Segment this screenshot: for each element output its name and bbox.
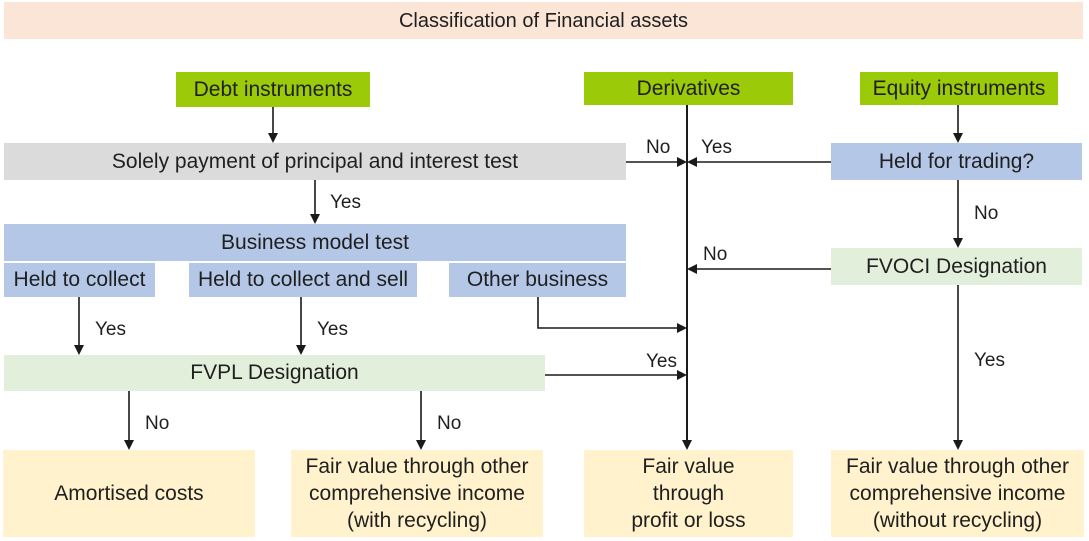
- node-other-business: Other business: [449, 263, 626, 297]
- label-held-for-trading-no: No: [974, 203, 999, 224]
- edge-fvpl-to-amortised-costs: [124, 391, 134, 450]
- edge-held-to-collect-to-fvpl: [74, 297, 84, 355]
- node-debt-instruments: Debt instruments: [176, 72, 370, 107]
- edge-held-for-trading-to-fvoci-designation: [953, 180, 963, 248]
- edge-sppi-to-business-model: [310, 180, 320, 224]
- node-held-to-collect: Held to collect: [4, 263, 155, 297]
- node-derivatives: Derivatives: [584, 72, 793, 105]
- label-fvoci-designation-yes: Yes: [974, 350, 1005, 371]
- node-fvoci-designation: FVOCI Designation: [831, 248, 1082, 285]
- node-fvoci-without-recycling: Fair value through other comprehensive i…: [831, 450, 1084, 537]
- node-held-to-collect-and-sell: Held to collect and sell: [189, 263, 417, 297]
- edge-fvpl-to-fvoci-with-recycling: [416, 391, 426, 450]
- label-derivatives-yes: Yes: [701, 137, 732, 158]
- node-equity-instruments: Equity instruments: [860, 72, 1058, 105]
- edge-held-to-collect-and-sell-to-fvpl: [296, 297, 306, 355]
- label-held-to-collect-and-sell-yes: Yes: [317, 319, 348, 340]
- node-business-model-test: Business model test: [4, 224, 626, 261]
- label-held-to-collect-yes: Yes: [95, 319, 126, 340]
- edge-derivatives-to-fvtpl: [682, 105, 692, 450]
- node-fvpl-designation: FVPL Designation: [4, 355, 545, 391]
- node-sppi-test: Solely payment of principal and interest…: [4, 143, 626, 180]
- label-fvpl-yes: Yes: [646, 351, 677, 372]
- edge-other-business-to-derivatives-line: [537, 297, 687, 333]
- edge-fvoci-designation-to-fvoci-without-recycling: [953, 285, 963, 450]
- node-fvoci-with-recycling: Fair value through other comprehensive i…: [291, 450, 543, 537]
- label-fvpl-no-right: No: [437, 413, 462, 434]
- edge-equity-to-held-for-trading: [953, 105, 963, 143]
- node-held-for-trading: Held for trading?: [831, 143, 1082, 180]
- label-fvoci-no: No: [703, 244, 728, 265]
- title-banner: Classification of Financial assets: [4, 2, 1083, 39]
- label-fvpl-no-left: No: [145, 413, 170, 434]
- node-amortised-costs: Amortised costs: [3, 450, 255, 537]
- node-fair-value-through-profit-or-loss: Fair value through profit or loss: [584, 450, 793, 537]
- label-derivatives-no: No: [646, 137, 671, 158]
- label-sppi-yes: Yes: [330, 192, 361, 213]
- edge-debt-to-sppi: [268, 107, 278, 143]
